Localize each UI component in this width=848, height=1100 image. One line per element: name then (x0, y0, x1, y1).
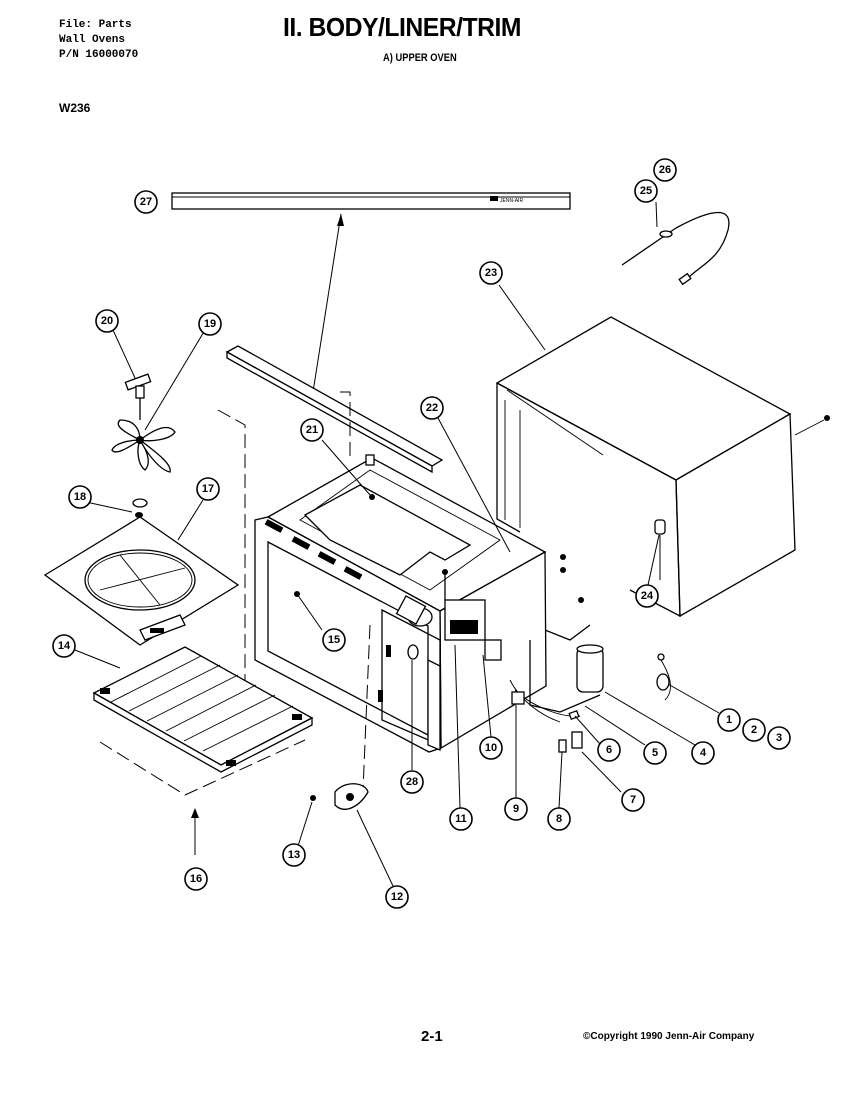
callout-label: 15 (328, 634, 340, 646)
callout-label: 9 (513, 803, 519, 815)
callout-label: 21 (306, 424, 318, 436)
callout-9: 9 (504, 797, 528, 821)
callout-label: 8 (556, 813, 562, 825)
callout-label: 22 (426, 402, 438, 414)
callout-20: 20 (95, 309, 119, 333)
callout-label: 12 (391, 891, 403, 903)
callout-10: 10 (479, 736, 503, 760)
callout-1: 1 (717, 708, 741, 732)
callout-label: 13 (288, 849, 300, 861)
callout-label: 14 (58, 640, 71, 652)
callout-label: 16 (190, 873, 202, 885)
callout-13: 13 (282, 843, 306, 867)
callout-label: 19 (204, 318, 216, 330)
model-number: W236 (59, 101, 91, 115)
hinge-bracket (310, 783, 369, 810)
callout-27: 27 (134, 190, 158, 214)
section-subtitle: A) UPPER OVEN (383, 52, 457, 64)
callout-19: 19 (198, 312, 222, 336)
temperature-probe (621, 211, 730, 286)
oven-rack (92, 646, 314, 773)
callout-label: 28 (406, 776, 418, 788)
liner-rear-outline (217, 391, 371, 791)
callout-2: 2 (742, 718, 766, 742)
callout-label: 3 (776, 732, 782, 744)
callout-label: 4 (700, 747, 707, 759)
callout-14: 14 (52, 634, 76, 658)
file-info-block: File: Parts Wall Ovens P/N 16000070 (59, 18, 138, 63)
callout-16: 16 (184, 867, 208, 891)
callout-label: 2 (751, 724, 757, 736)
callout-label: 27 (140, 196, 152, 208)
callout-25: 25 (634, 179, 658, 203)
callout-21: 21 (300, 418, 324, 442)
callout-11: 11 (449, 807, 473, 831)
callout-24: 24 (635, 584, 659, 608)
rack-position-outline (99, 739, 306, 855)
callout-label: 26 (659, 164, 671, 176)
callout-label: 23 (485, 267, 497, 279)
trim-brand-label: JENN-AIR (500, 198, 523, 204)
callout-label: 18 (74, 491, 86, 503)
copyright-notice: ©Copyright 1990 Jenn-Air Company (583, 1031, 755, 1042)
callout-label: 25 (640, 185, 652, 197)
callout-label: 6 (606, 744, 612, 756)
callout-label: 7 (630, 794, 636, 806)
callout-label: 17 (202, 483, 214, 495)
callout-7: 7 (621, 788, 645, 812)
callout-15: 15 (322, 628, 346, 652)
callout-3: 3 (767, 726, 791, 750)
fan-cover-plate (43, 516, 240, 646)
leader-lines (74, 201, 720, 887)
callout-5: 5 (643, 741, 667, 765)
callout-label: 11 (455, 813, 467, 825)
callout-label: 5 (652, 747, 658, 759)
top-trim-bar (225, 345, 444, 474)
trim-strip: JENN-AIR (171, 192, 571, 210)
file-line: Wall Ovens (59, 34, 126, 46)
file-line: P/N 16000070 (59, 49, 139, 61)
oven-liner (254, 454, 671, 753)
callout-18: 18 (68, 485, 92, 509)
callout-label: 20 (101, 315, 113, 327)
trim-arrow (312, 213, 344, 393)
callout-26: 26 (653, 158, 677, 182)
callout-label: 1 (726, 714, 732, 726)
callout-12: 12 (385, 885, 409, 909)
callout-8: 8 (547, 807, 571, 831)
callout-label: 24 (641, 590, 654, 602)
callout-22: 22 (420, 396, 444, 420)
callout-23: 23 (479, 261, 503, 285)
file-line: File: Parts (59, 19, 132, 31)
convection-fan (111, 373, 176, 518)
page-number: 2-1 (421, 1028, 443, 1045)
callout-17: 17 (196, 477, 220, 501)
callout-28: 28 (400, 770, 424, 794)
callout-6: 6 (597, 738, 621, 762)
grommet (654, 519, 666, 580)
callout-label: 10 (485, 742, 497, 754)
callout-4: 4 (691, 741, 715, 765)
outer-wrapper (495, 316, 830, 618)
page-title: II. BODY/LINER/TRIM (283, 12, 521, 42)
